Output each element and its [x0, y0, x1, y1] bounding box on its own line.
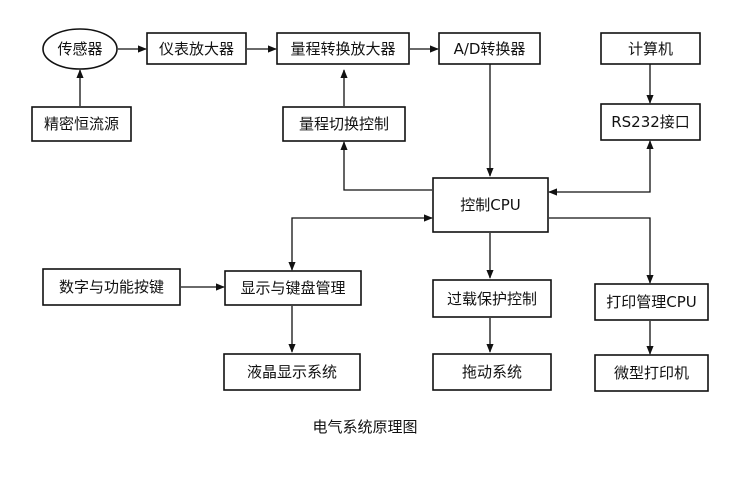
- diagram-caption: 电气系统原理图: [312, 418, 417, 436]
- node-range-amp-label: 量程转换放大器: [290, 40, 395, 58]
- node-range-amp: 量程转换放大器: [276, 32, 410, 65]
- node-keypad: 数字与功能按键: [42, 268, 181, 306]
- node-rs232-label: RS232接口: [611, 113, 690, 131]
- node-print-cpu: 打印管理CPU: [594, 283, 709, 321]
- node-printer: 微型打印机: [594, 354, 709, 392]
- node-lcd-label: 液晶显示系统: [247, 363, 337, 381]
- node-computer: 计算机: [600, 32, 701, 65]
- node-computer-label: 计算机: [628, 40, 673, 58]
- arrow-cpu-to-print-cpu: [549, 217, 654, 284]
- node-range-switch: 量程切换控制: [282, 106, 406, 142]
- node-printer-label: 微型打印机: [614, 364, 689, 382]
- node-precision-source-label: 精密恒流源: [44, 115, 119, 133]
- arrow-cpu-display-bidirectional: [288, 214, 433, 271]
- node-adc: A/D转换器: [438, 32, 541, 65]
- node-range-switch-label: 量程切换控制: [299, 115, 389, 133]
- node-overload: 过载保护控制: [432, 279, 552, 318]
- node-drag-label: 拖动系统: [462, 363, 522, 381]
- node-print-cpu-label: 打印管理CPU: [606, 293, 697, 311]
- node-adc-label: A/D转换器: [454, 40, 526, 58]
- arrow-cpu-to-range-switch: [340, 141, 432, 191]
- node-sensor-label: 传感器: [57, 40, 102, 58]
- node-lcd: 液晶显示系统: [223, 353, 361, 391]
- node-display-mgmt-label: 显示与键盘管理: [240, 279, 345, 297]
- arrow-rs232-cpu-bidirectional: [548, 140, 654, 196]
- connectors: [76, 45, 654, 355]
- node-cpu-label: 控制CPU: [460, 196, 521, 214]
- node-drag: 拖动系统: [432, 353, 552, 391]
- node-keypad-label: 数字与功能按键: [59, 278, 164, 296]
- node-rs232: RS232接口: [600, 103, 701, 141]
- node-instrument-amp-label: 仪表放大器: [159, 40, 234, 58]
- node-overload-label: 过载保护控制: [447, 290, 537, 308]
- node-instrument-amp: 仪表放大器: [146, 32, 247, 65]
- node-sensor: 传感器: [42, 28, 118, 70]
- node-display-mgmt: 显示与键盘管理: [224, 270, 362, 306]
- node-cpu: 控制CPU: [432, 177, 549, 233]
- node-precision-source: 精密恒流源: [31, 106, 132, 142]
